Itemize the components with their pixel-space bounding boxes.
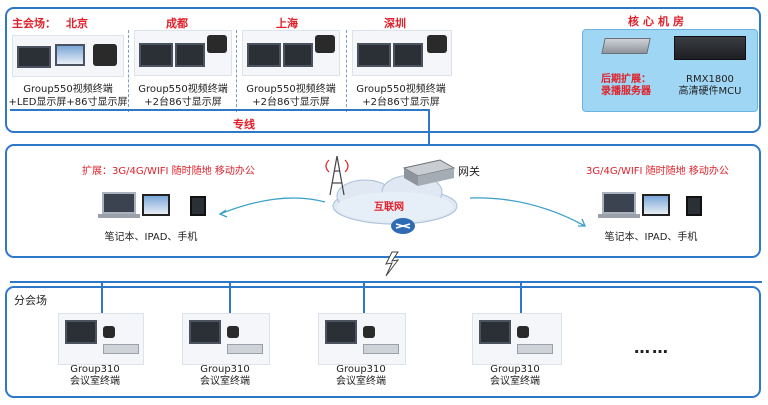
- site-city-shanghai: 上海: [276, 17, 298, 30]
- lightning-icon: [385, 251, 400, 277]
- site-display-label: +2台86寸显示屏: [144, 97, 222, 108]
- site-city-shenzhen: 深圳: [384, 17, 406, 30]
- branch-terminal-label: Group310: [200, 364, 250, 375]
- laptop-icon: [602, 192, 636, 214]
- laptop-icon: [102, 192, 136, 214]
- branch-terminal-subtitle: 会议室终端: [200, 376, 250, 387]
- display-screen-icon: [325, 320, 357, 344]
- display-screen-icon: [357, 43, 391, 67]
- divider: [236, 30, 237, 112]
- branch-terminal-label: Group310: [490, 364, 540, 375]
- display-screen-icon: [283, 43, 313, 67]
- gateway-device-icon: [402, 159, 456, 186]
- display-screen-icon: [247, 43, 281, 67]
- camera-icon: [363, 326, 375, 338]
- tablet-icon: [142, 194, 170, 216]
- site-display-label: +2台86寸显示屏: [252, 97, 330, 108]
- camera-icon: [93, 44, 117, 66]
- site-terminal-label: Group550视频终端: [138, 84, 228, 95]
- keyboard-icon: [517, 344, 553, 354]
- main-venue-label: 主会场：: [12, 17, 56, 30]
- site-terminal-label: Group550视频终端: [246, 84, 336, 95]
- mcu-label-1: RMX1800: [686, 74, 734, 85]
- dedicated-line-label: 专线: [233, 118, 255, 131]
- branch-terminal-label: Group310: [336, 364, 386, 375]
- right-extension-label: 3G/4G/WIFI 随时随地 移动办公: [586, 166, 729, 177]
- display-screen-icon: [55, 44, 85, 66]
- branch-terminal-label: Group310: [70, 364, 120, 375]
- drop-line: [520, 281, 522, 313]
- branch-terminal-subtitle: 会议室终端: [336, 376, 386, 387]
- site-display-label: +LED显示屏+86寸显示屏: [8, 97, 128, 108]
- display-screen-icon: [393, 43, 423, 67]
- more-terminals-ellipsis: ……: [634, 338, 670, 357]
- phone-icon: [190, 196, 206, 216]
- branch-terminal-subtitle: 会议室终端: [70, 376, 120, 387]
- display-screen-icon: [479, 320, 511, 344]
- left-devices-label: 笔记本、IPAD、手机: [104, 232, 198, 243]
- drop-line: [363, 281, 365, 313]
- right-wireless-arc: [469, 197, 586, 227]
- recorder-label-2: 录播服务器: [601, 86, 651, 97]
- branch-terminal-image: [318, 313, 406, 365]
- dedicated-line-bar: [10, 109, 430, 111]
- site-display-label: +2台86寸显示屏: [362, 97, 440, 108]
- internet-label: 互联网: [374, 202, 404, 213]
- core-room-title: 核心机房: [628, 15, 688, 28]
- divider: [346, 30, 347, 112]
- gateway-label: 网关: [458, 165, 480, 178]
- drop-line: [101, 281, 103, 313]
- branch-terminal-image: [472, 313, 562, 365]
- display-screen-icon: [65, 320, 97, 344]
- right-devices-label: 笔记本、IPAD、手机: [604, 232, 698, 243]
- display-screen-icon: [17, 46, 51, 68]
- router-icon: [391, 218, 415, 234]
- signal-tower-icon: [325, 155, 349, 196]
- tablet-icon: [642, 194, 670, 216]
- mcu-server-icon: [674, 36, 746, 60]
- mcu-label-2: 高清硬件MCU: [678, 86, 742, 97]
- site-city-beijing: 北京: [66, 17, 88, 30]
- site-terminal-image: [242, 30, 340, 76]
- site-terminal-label: Group550视频终端: [23, 84, 113, 95]
- camera-icon: [315, 35, 335, 53]
- site-terminal-image: [12, 35, 124, 77]
- keyboard-icon: [363, 344, 399, 354]
- camera-icon: [227, 326, 239, 338]
- display-screen-icon: [189, 320, 221, 344]
- branch-terminal-subtitle: 会议室终端: [490, 376, 540, 387]
- display-screen-icon: [139, 43, 173, 67]
- camera-icon: [103, 326, 115, 338]
- branch-venue-label: 分会场: [14, 294, 47, 307]
- bottom-bus-line: [10, 281, 762, 283]
- phone-icon: [686, 196, 702, 216]
- site-terminal-label: Group550视频终端: [356, 84, 446, 95]
- site-terminal-image: [134, 30, 232, 76]
- site-terminal-image: [352, 30, 452, 76]
- site-city-chengdu: 成都: [166, 17, 188, 30]
- branch-terminal-image: [58, 313, 144, 365]
- display-screen-icon: [175, 43, 205, 67]
- left-wireless-arc: [219, 197, 326, 215]
- laptop-base: [98, 214, 140, 218]
- divider: [128, 30, 129, 112]
- camera-icon: [427, 35, 447, 53]
- keyboard-icon: [227, 344, 263, 354]
- keyboard-icon: [103, 344, 139, 354]
- left-extension-label: 扩展：3G/4G/WIFI 随时随地 移动办公: [82, 166, 255, 177]
- camera-icon: [517, 326, 529, 338]
- recorder-label-1: 后期扩展：: [601, 74, 651, 85]
- camera-icon: [207, 35, 227, 53]
- drop-line: [229, 281, 231, 313]
- laptop-base: [598, 214, 640, 218]
- connector-line: [428, 110, 430, 158]
- branch-terminal-image: [182, 313, 270, 365]
